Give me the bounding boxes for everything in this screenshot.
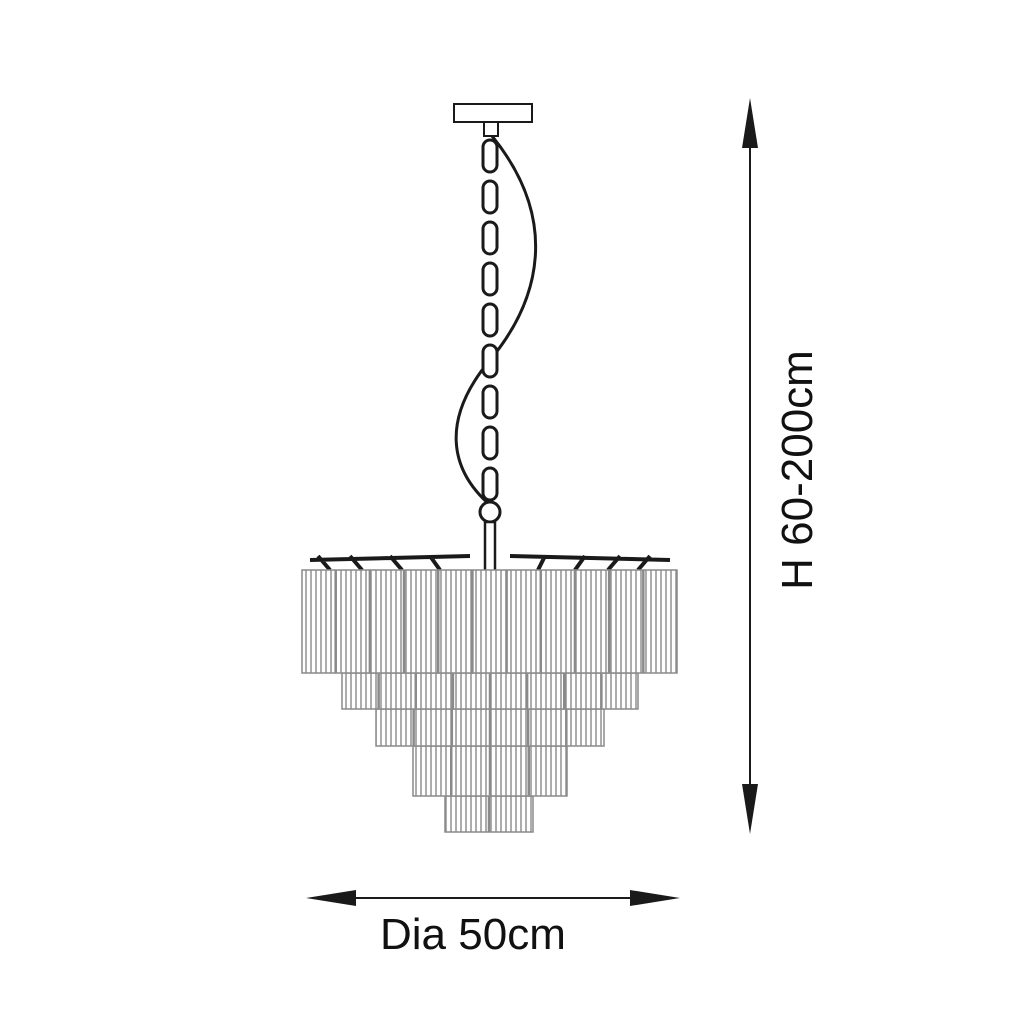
chain-link [481,138,499,174]
glass-tube [564,672,602,710]
glass-tube [412,745,452,797]
glass-tube [437,569,473,674]
chain-link [481,302,499,338]
chain-link [481,466,499,502]
center-rod [478,500,502,574]
glass-tube [413,708,453,747]
glass-tube [301,569,336,674]
glass-tube [444,795,490,833]
glass-tube [643,569,678,674]
glass-tube [608,569,644,674]
chain-link [481,179,499,215]
glass-tube [451,708,491,747]
glass-tube [375,708,414,747]
chain-link [481,261,499,297]
suspension-chain [481,138,499,502]
glass-tube [489,672,528,710]
chain-link [481,384,499,420]
glass-tube [403,569,439,674]
chain-link [481,425,499,461]
glass-tube [488,795,534,833]
diameter-dimension-label: Dia 50cm [380,910,566,959]
glass-tube [566,708,605,747]
ceiling-canopy [453,103,533,137]
glass-tube [415,672,454,710]
height-dimension-arrow [742,98,758,834]
glass-tube [489,708,529,747]
glass-tube [378,672,416,710]
arms-frame [309,554,671,572]
glass-tube [335,569,371,674]
glass-tube-tiers [301,569,678,833]
glass-tube [369,569,405,674]
glass-tube [526,672,565,710]
glass-tube [528,745,568,797]
glass-tube [472,569,507,674]
diameter-dimension-arrow [306,890,680,906]
chain-link [481,220,499,256]
chain-link [481,343,499,379]
glass-tube [601,672,639,710]
glass-tube [451,745,491,797]
glass-tube [527,708,567,747]
height-dimension-label: H 60-200cm [773,350,822,590]
glass-tube [540,569,576,674]
glass-tube [574,569,610,674]
glass-tube [506,569,542,674]
glass-tube [341,672,379,710]
glass-tube [489,745,529,797]
glass-tube [452,672,491,710]
